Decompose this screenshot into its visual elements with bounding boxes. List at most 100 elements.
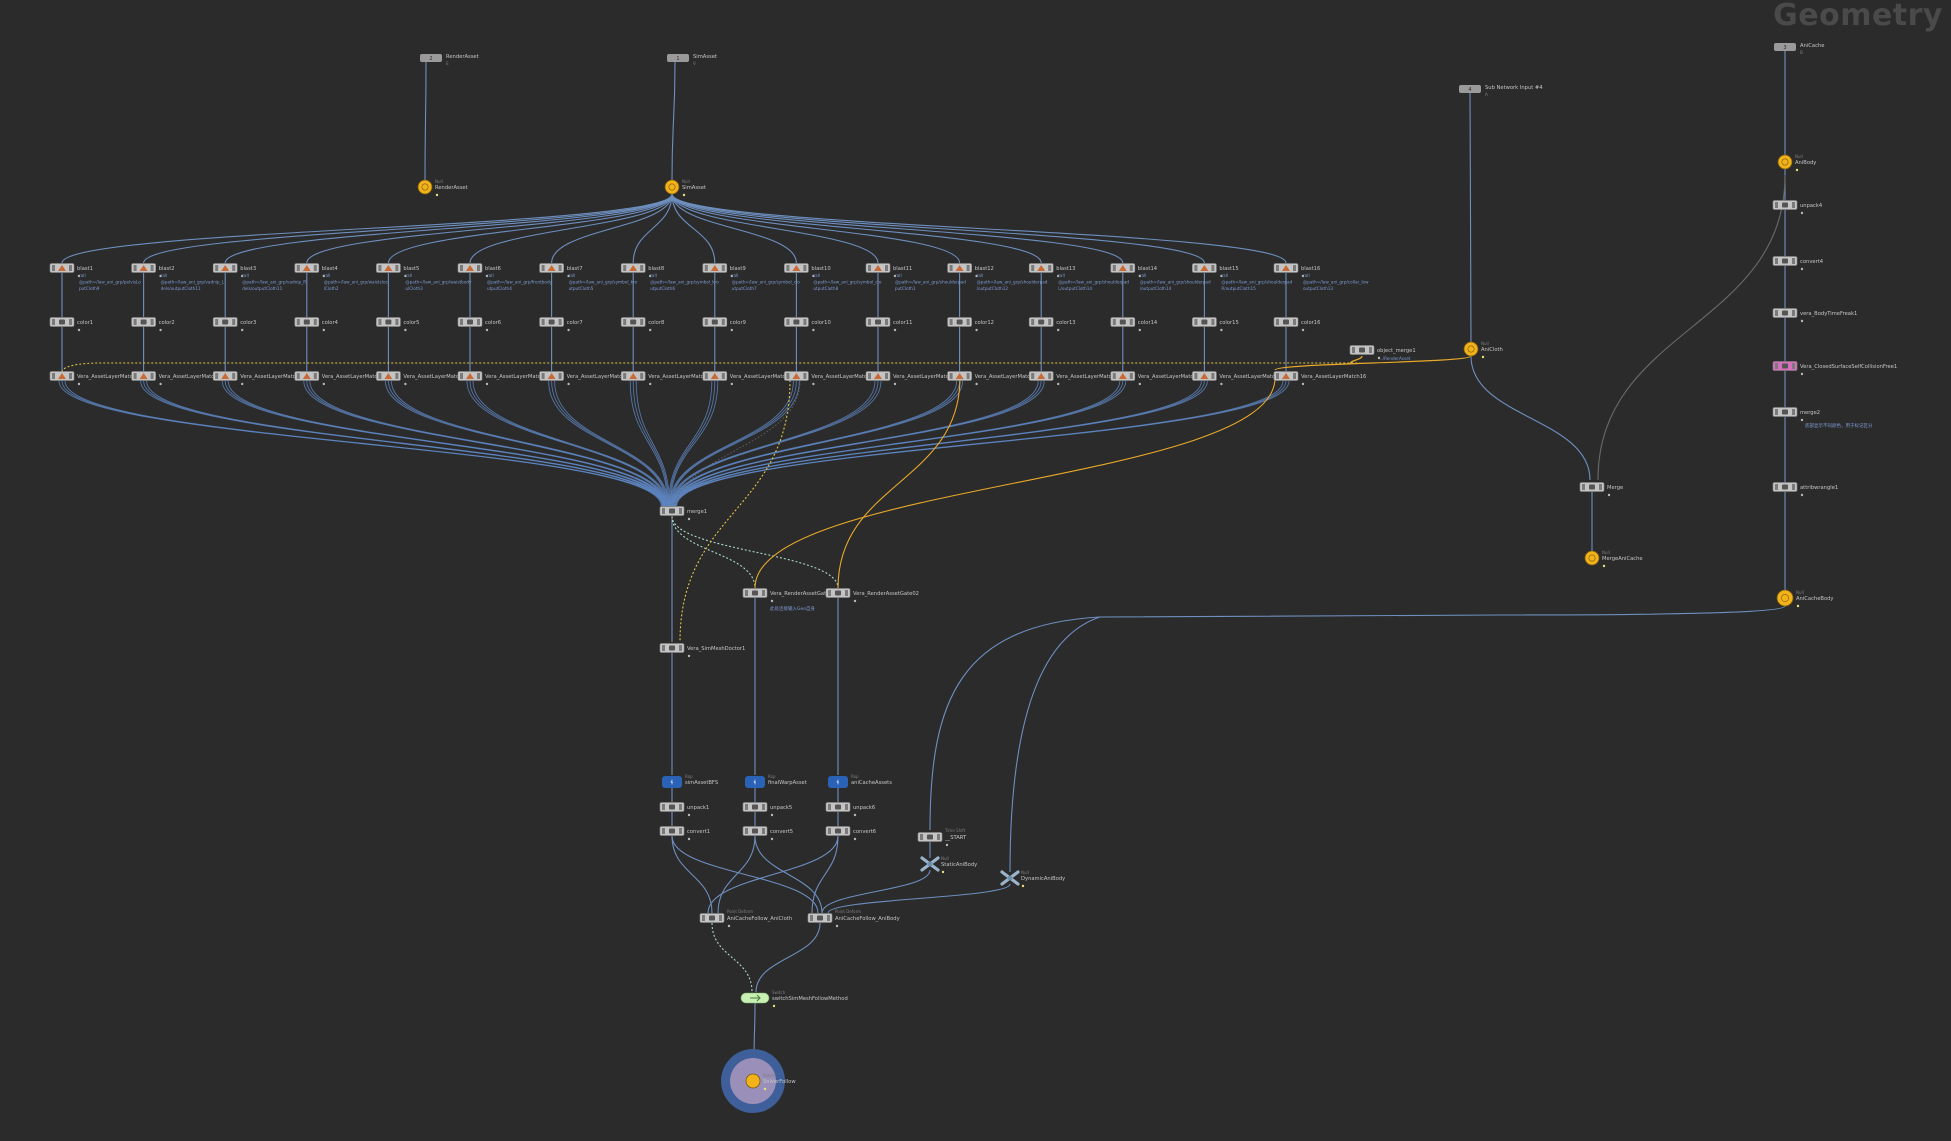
node-blast4-display-flag[interactable]: [313, 265, 317, 271]
node-color2-display-flag[interactable]: [150, 319, 154, 325]
node-color16-bypass-flag[interactable]: [1276, 319, 1279, 325]
node-layer-match-8-bypass-flag[interactable]: [623, 373, 627, 379]
node-unpack1-bypass-flag[interactable]: [662, 804, 665, 810]
node-attribwrangle1-bypass-flag[interactable]: [1775, 484, 1778, 490]
node-blast16-display-flag[interactable]: [1293, 265, 1296, 271]
node-unpack5-display-flag[interactable]: [762, 804, 765, 810]
node-vera-body-trim-bypass-flag[interactable]: [1775, 310, 1778, 316]
node-color13-bypass-flag[interactable]: [1031, 319, 1035, 325]
node-convert4-display-flag[interactable]: [1792, 258, 1795, 264]
node-layer-match-7-display-flag[interactable]: [558, 373, 562, 379]
node-layer-match-6-display-flag[interactable]: [477, 373, 480, 379]
node-convert6[interactable]: convert6: [825, 826, 876, 841]
node-color4-display-flag[interactable]: [313, 319, 317, 325]
node-layer-match-2-bypass-flag[interactable]: [133, 373, 137, 379]
node-layer-match-8-display-flag[interactable]: [640, 373, 644, 379]
node-merge-display-flag[interactable]: [1599, 484, 1602, 490]
node-blast9-bypass-flag[interactable]: [704, 265, 708, 271]
null-anicache-body-body[interactable]: [1776, 589, 1794, 607]
node-merge-bypass-flag[interactable]: [1582, 484, 1585, 490]
node-color15-display-flag[interactable]: [1211, 319, 1215, 325]
node-layer-match-14[interactable]: Vera_AssetLayerMatch: [1110, 371, 1197, 386]
node-layer-match-11-display-flag[interactable]: [885, 373, 888, 379]
node-color3-display-flag[interactable]: [232, 319, 236, 325]
node-blast8-display-flag[interactable]: [640, 265, 644, 271]
node-color9-display-flag[interactable]: [721, 319, 725, 325]
node-blast3-display-flag[interactable]: [232, 265, 236, 271]
node-color10-bypass-flag[interactable]: [786, 319, 790, 325]
node-blast12[interactable]: blast12: [947, 263, 994, 278]
node-render-gate02[interactable]: Vera_RenderAssetGate02: [825, 588, 919, 603]
node-convert5[interactable]: convert5: [742, 826, 793, 841]
node-layer-match-5-display-flag[interactable]: [395, 373, 399, 379]
node-color1-bypass-flag[interactable]: [52, 319, 55, 325]
node-color1-display-flag[interactable]: [69, 319, 72, 325]
node-unpack6-display-flag[interactable]: [845, 804, 848, 810]
node-solver-follow-body[interactable]: [745, 1073, 761, 1089]
node-blast14-display-flag[interactable]: [1129, 265, 1133, 271]
node-blast10-bypass-flag[interactable]: [786, 265, 790, 271]
node-unpack1-display-flag[interactable]: [679, 804, 682, 810]
node-convert1-bypass-flag[interactable]: [662, 828, 665, 834]
node-color11-display-flag[interactable]: [885, 319, 888, 325]
node-layer-match-11-bypass-flag[interactable]: [868, 373, 871, 379]
node-color4[interactable]: color4: [294, 317, 339, 332]
node-color3[interactable]: color3: [212, 317, 256, 332]
node-layer-match-15[interactable]: Vera_AssetLayerMatch: [1192, 371, 1278, 386]
node-blast11[interactable]: blast11: [865, 263, 912, 278]
node-color14[interactable]: color14: [1110, 317, 1158, 332]
node-color14-display-flag[interactable]: [1129, 319, 1133, 325]
node-color8[interactable]: color8: [620, 317, 664, 332]
node-color8-bypass-flag[interactable]: [623, 319, 627, 325]
node-blast5-bypass-flag[interactable]: [378, 265, 382, 271]
node-convert4[interactable]: convert4: [1772, 256, 1824, 271]
node-color16-display-flag[interactable]: [1293, 319, 1296, 325]
node-unpack5-bypass-flag[interactable]: [745, 804, 748, 810]
node-color16[interactable]: color16: [1273, 317, 1320, 332]
node-layer-match-4[interactable]: Vera_AssetLayerMatch: [294, 371, 381, 386]
node-layer-match-10[interactable]: Vera_AssetLayerMatch: [784, 371, 870, 386]
node-blast3[interactable]: blast3: [212, 263, 256, 278]
node-object-merge1-bypass-flag[interactable]: [1352, 347, 1355, 353]
input-simasset-body[interactable]: [667, 54, 689, 62]
node-blast2-bypass-flag[interactable]: [133, 265, 137, 271]
node-color3-bypass-flag[interactable]: [215, 319, 219, 325]
node-attribwrangle1-display-flag[interactable]: [1792, 484, 1795, 490]
node-object-merge1-display-flag[interactable]: [1369, 347, 1372, 353]
node-layer-match-12-bypass-flag[interactable]: [949, 373, 953, 379]
node-render-gate02-bypass-flag[interactable]: [828, 590, 831, 596]
node-blast16[interactable]: blast16: [1273, 263, 1320, 278]
node-merge2-bypass-flag[interactable]: [1775, 409, 1778, 415]
node-unpack1[interactable]: unpack1: [659, 802, 709, 817]
node-color10[interactable]: color10: [784, 317, 831, 332]
node-object-merge1[interactable]: object_merge1../RenderAsset: [1349, 345, 1416, 362]
node-blast5-display-flag[interactable]: [395, 265, 399, 271]
node-layer-match-5-bypass-flag[interactable]: [378, 373, 382, 379]
node-color2[interactable]: color2: [131, 317, 175, 332]
node-unpack4-display-flag[interactable]: [1792, 202, 1795, 208]
null-anicloth-body[interactable]: [1463, 341, 1479, 357]
node-simmesh-doctor[interactable]: Vera_SimMeshDoctor1: [659, 643, 745, 658]
node-render-gate02-display-flag[interactable]: [845, 590, 848, 596]
node-layer-match-13-display-flag[interactable]: [1048, 373, 1052, 379]
node-blast7-bypass-flag[interactable]: [541, 265, 545, 271]
node-merge1-display-flag[interactable]: [679, 508, 682, 514]
node-convert1-display-flag[interactable]: [679, 828, 682, 834]
node-color7-bypass-flag[interactable]: [541, 319, 545, 325]
node-blast9-display-flag[interactable]: [721, 265, 725, 271]
node-blast10[interactable]: blast10: [784, 263, 831, 278]
node-blast8-bypass-flag[interactable]: [623, 265, 627, 271]
node-layer-match-11[interactable]: Vera_AssetLayerMatch: [865, 371, 952, 386]
